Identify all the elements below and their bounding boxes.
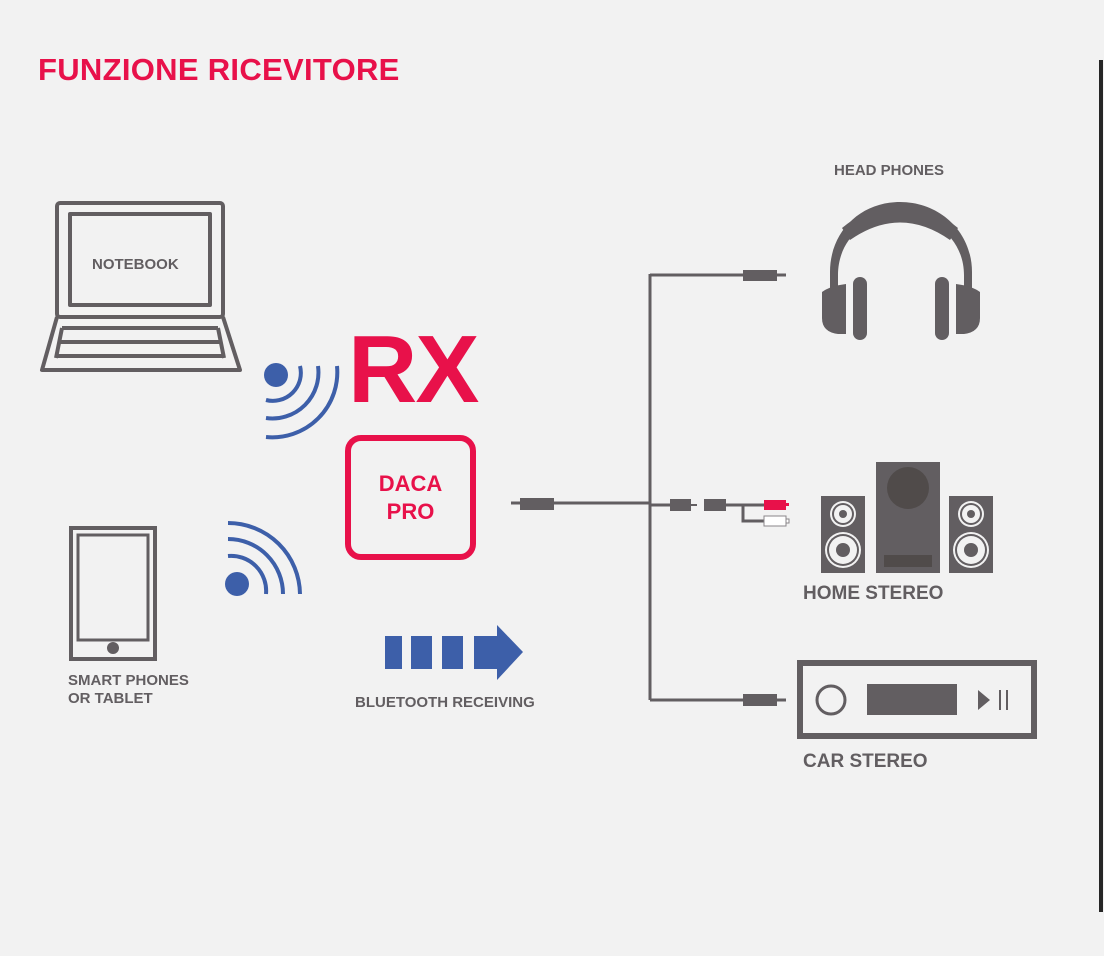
audio-cable bbox=[511, 270, 786, 706]
rx-mode-label: RX bbox=[348, 316, 479, 423]
notebook-icon bbox=[40, 201, 242, 372]
page-title: FUNZIONE RICEVITORE bbox=[38, 52, 400, 87]
tablet-icon bbox=[69, 526, 157, 661]
phone-label-line2: OR TABLET bbox=[68, 690, 153, 707]
car-stereo-label: CAR STEREO bbox=[803, 751, 928, 772]
phone-label: SMART PHONES OR TABLET bbox=[68, 672, 189, 708]
device-name-line2: PRO bbox=[386, 498, 435, 524]
headphones-label: HEAD PHONES bbox=[834, 162, 945, 179]
home-stereo-icon bbox=[821, 462, 993, 573]
headphones-icon bbox=[822, 202, 980, 340]
device-name-line1: DACA bbox=[378, 470, 443, 496]
notebook-label: NOTEBOOK bbox=[92, 256, 179, 273]
daca-pro-device: DACA PRO bbox=[345, 435, 476, 560]
bluetooth-signal-icon bbox=[264, 363, 340, 440]
phone-label-line1: SMART PHONES bbox=[68, 672, 189, 689]
flow-arrow-icon bbox=[385, 625, 523, 680]
car-stereo-icon bbox=[797, 660, 1037, 739]
vertical-divider bbox=[1099, 60, 1103, 912]
flow-label: BLUETOOTH RECEIVING bbox=[355, 694, 535, 711]
bluetooth-signal-icon bbox=[225, 521, 302, 596]
rca-plugs-icon bbox=[763, 500, 790, 527]
home-stereo-label: HOME STEREO bbox=[803, 583, 944, 604]
